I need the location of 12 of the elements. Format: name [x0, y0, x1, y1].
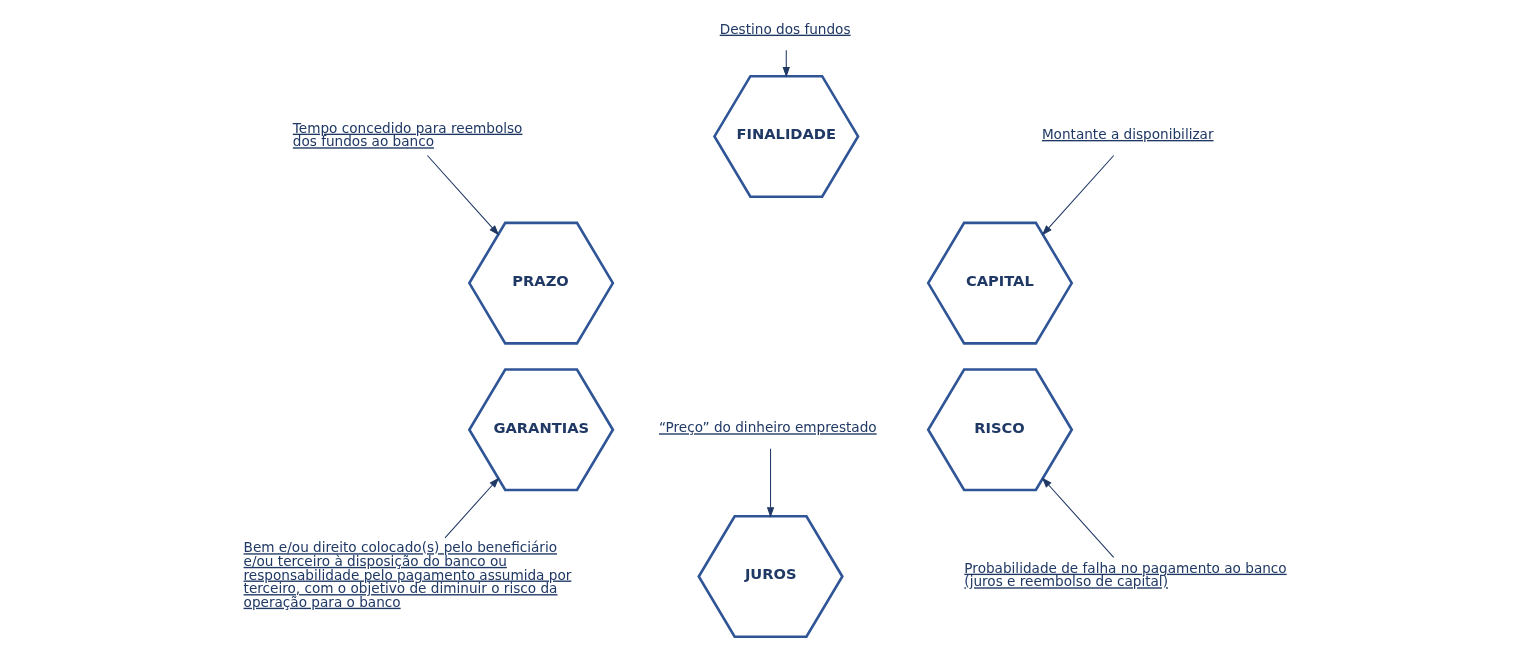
node-text: Probabilidade de falha no pagamento ao banco (juros e reembolso de capital) [963, 559, 1287, 590]
arrow [1041, 155, 1114, 236]
node-text: “Preço” do dinheiro emprestado [658, 419, 877, 436]
node-text: Bem e/ou direito colocado(s) pelo beneficiário e/ou terceiro à disposição do banco ou responsabilidade pelo pagamento assumida por terceiro, com o objetivo de diminuir o risco da operação para o banco [243, 539, 571, 610]
arrow [426, 155, 499, 236]
node-text: Montante a disponibilizar [1041, 125, 1214, 142]
arrow [444, 477, 499, 539]
node-text: Destino dos fundos [719, 20, 851, 37]
arrow [782, 49, 790, 78]
arrow [766, 448, 774, 518]
node-text: Tempo concedido para reembolso dos fundos ao banco [292, 119, 522, 150]
arrow [1041, 477, 1114, 558]
